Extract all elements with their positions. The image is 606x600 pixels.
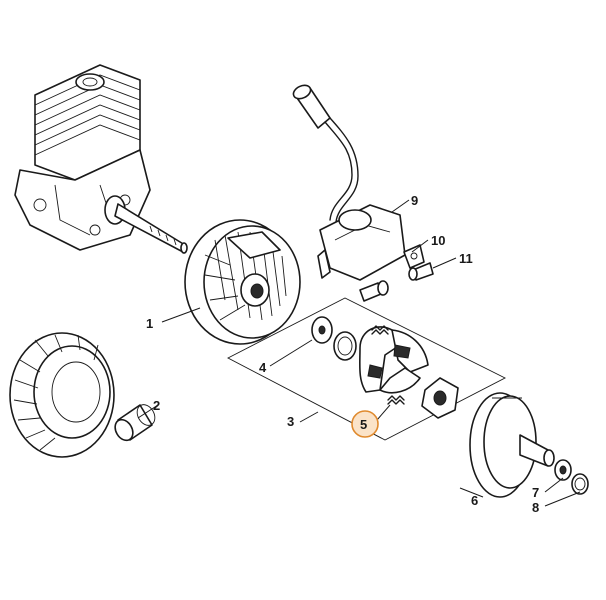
drum-circlip — [571, 473, 589, 495]
clutch-carrier — [421, 377, 459, 419]
callout-7: 7 — [532, 485, 539, 500]
callout-6: 6 — [471, 493, 478, 508]
clutch-assembly-frame — [227, 297, 506, 441]
callout-4: 4 — [259, 360, 267, 375]
callout-10: 10 — [431, 233, 445, 248]
callout-5-highlight — [351, 410, 379, 438]
clutch-washer — [311, 316, 333, 344]
clutch-shoes — [358, 326, 429, 394]
leader-lines — [137, 199, 581, 507]
clutch-spring-lower — [387, 395, 405, 405]
callout-9: 9 — [411, 193, 418, 208]
screw-lower — [408, 262, 434, 281]
callout-5: 5 — [360, 417, 367, 432]
clutch-ring — [333, 331, 357, 361]
sleeve — [114, 404, 156, 442]
screw-upper — [403, 244, 425, 269]
engine-block — [14, 64, 188, 254]
fan-housing — [9, 332, 115, 458]
callout-8: 8 — [532, 500, 539, 515]
callout-11: 11 — [459, 251, 473, 266]
callout-3: 3 — [287, 414, 294, 429]
callout-1: 1 — [146, 316, 153, 331]
clutch-drum — [469, 392, 555, 498]
drum-washer — [554, 459, 572, 481]
callout-2: 2 — [153, 398, 160, 413]
clutch-spring-upper — [371, 325, 389, 335]
ignition-module — [292, 84, 406, 281]
flywheel — [184, 219, 301, 345]
flywheel-screw — [359, 280, 389, 302]
